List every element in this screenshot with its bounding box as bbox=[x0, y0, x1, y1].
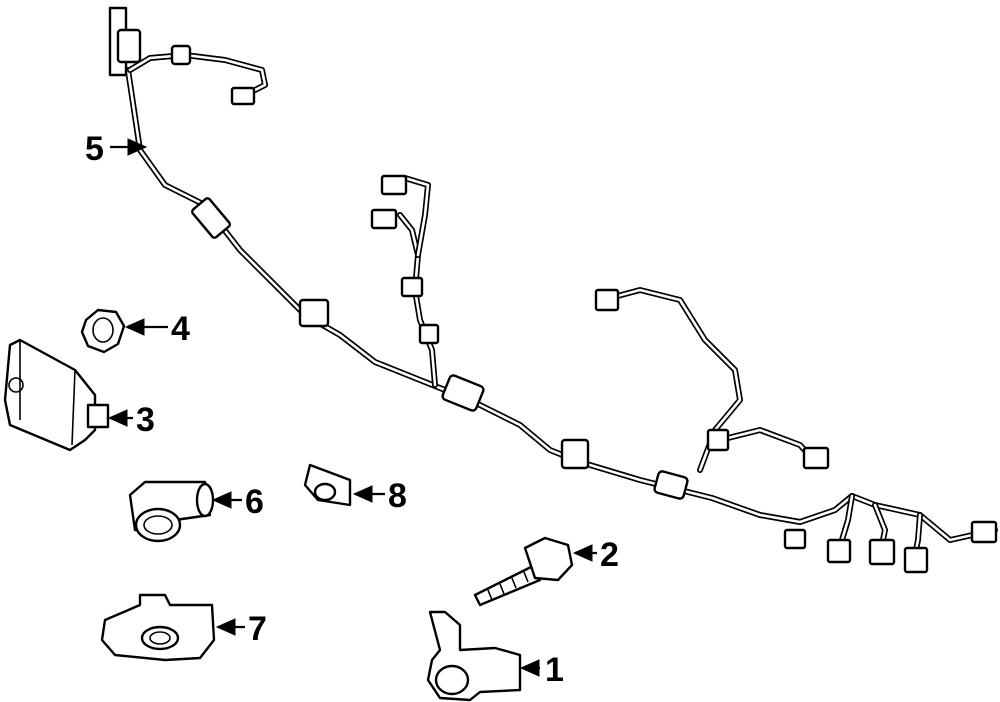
callout-4: 4 bbox=[124, 310, 190, 348]
harness-branch-middle bbox=[370, 174, 440, 388]
callout-5: 5 bbox=[85, 130, 148, 168]
sensor-connector bbox=[303, 463, 352, 507]
harness-trunk bbox=[125, 67, 998, 543]
harness-branch-lower-right bbox=[783, 493, 998, 574]
callout-number: 5 bbox=[85, 130, 104, 168]
connector-plug bbox=[380, 174, 408, 196]
connector-plug bbox=[868, 538, 896, 566]
wire-clip bbox=[191, 197, 231, 239]
parking-aid-module bbox=[3, 338, 110, 452]
wire-clip bbox=[418, 323, 440, 345]
wire-clip bbox=[560, 438, 590, 470]
sensor-bezel bbox=[100, 593, 216, 662]
connector-plug bbox=[970, 520, 998, 544]
connector-plug bbox=[594, 288, 620, 312]
wire-clip bbox=[441, 374, 485, 412]
connector-plug bbox=[802, 446, 830, 470]
connector-plug bbox=[370, 208, 398, 230]
harness-branch-top bbox=[108, 6, 268, 106]
callout-7: 7 bbox=[215, 610, 267, 648]
harness-clips bbox=[191, 197, 689, 500]
wire-clip bbox=[298, 298, 330, 328]
callout-3: 3 bbox=[107, 401, 155, 439]
connector-plug bbox=[826, 538, 852, 564]
wire-clip bbox=[783, 528, 807, 550]
mounting-bolt bbox=[473, 536, 574, 607]
wire-clip bbox=[706, 428, 730, 452]
callout-1: 1 bbox=[519, 651, 564, 689]
wiring-harness bbox=[108, 6, 998, 574]
callout-number: 1 bbox=[545, 651, 564, 689]
connector-plug bbox=[230, 86, 256, 106]
harness-branch-right bbox=[594, 287, 830, 473]
wire-clip bbox=[170, 44, 192, 66]
sensor-bracket bbox=[426, 610, 522, 702]
wire-clip bbox=[400, 276, 424, 298]
callout-number: 3 bbox=[136, 401, 155, 439]
callout-2: 2 bbox=[572, 536, 619, 574]
connector-plug bbox=[903, 546, 929, 574]
wire-clip bbox=[653, 470, 689, 500]
callout-8: 8 bbox=[352, 477, 407, 515]
module-connector bbox=[86, 403, 110, 429]
callout-number: 4 bbox=[171, 310, 190, 348]
callout-6: 6 bbox=[211, 483, 264, 521]
connector-plug bbox=[116, 28, 142, 64]
callout-number: 6 bbox=[245, 483, 264, 521]
sensor-grommet bbox=[80, 308, 126, 354]
callout-number: 7 bbox=[248, 610, 267, 648]
callout-number: 8 bbox=[388, 477, 407, 515]
callout-number: 2 bbox=[600, 536, 619, 574]
parking-sensor bbox=[128, 480, 215, 543]
